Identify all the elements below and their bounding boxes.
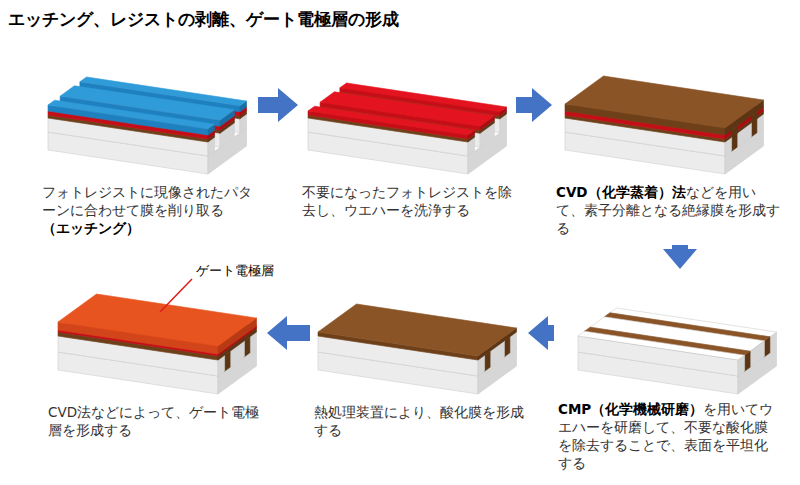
- step-text: フォトレジストに現像されたパターンに合わせて膜を削り取る: [42, 184, 252, 218]
- step-text: CVD法などによって、ゲート電極層を形成する: [48, 404, 259, 438]
- layer-face: [308, 111, 468, 139]
- step-caption: 熱処理装置により、酸化膜を形成する: [314, 403, 524, 439]
- step-caption: CMP（化学機械研磨）を用いてウエハーを研磨して、不要な酸化膜を除去することで、…: [558, 400, 780, 472]
- process-step: CMP（化学機械研磨）を用いてウエハーを研磨して、不要な酸化膜を除去することで、…: [558, 285, 780, 472]
- layer-face: [318, 304, 517, 356]
- step-caption: CVD（化学蒸着）法などを用いて、素子分離となる絶縁膜を形成する: [556, 183, 782, 237]
- layer-face: [578, 331, 745, 360]
- layer-face: [58, 294, 257, 346]
- process-step: CVD（化学蒸着）法などを用いて、素子分離となる絶縁膜を形成する: [556, 70, 782, 237]
- wafer-illustration: [48, 77, 247, 174]
- layer-face: [48, 100, 215, 129]
- flow-arrow: [267, 316, 310, 350]
- arrow-shape: [267, 316, 310, 350]
- process-step: フォトレジストに現像されたパターンに合わせて膜を削り取る（エッチング）: [42, 70, 254, 237]
- step-keyword: （エッチング）: [42, 219, 254, 237]
- step-caption: 不要になったフォトレジストを除去し、ウエハーを洗浄する: [302, 183, 512, 219]
- flow-arrow: [258, 88, 298, 122]
- layer-face: [308, 106, 475, 135]
- arrow-shape: [258, 88, 298, 122]
- wafer-illustration: [58, 294, 257, 394]
- flow-arrow: [528, 316, 554, 350]
- wafer-illustration: [318, 304, 517, 394]
- step-caption: CVD法などによって、ゲート電極層を形成する: [48, 403, 263, 439]
- wafer-illustration: [578, 308, 777, 394]
- arrow-shape: [528, 316, 554, 350]
- process-step: 不要になったフォトレジストを除去し、ウエハーを洗浄する: [302, 70, 512, 219]
- step-caption: フォトレジストに現像されたパターンに合わせて膜を削り取る（エッチング）: [42, 183, 254, 237]
- wafer-illustration: [565, 76, 764, 174]
- process-step: 熱処理装置により、酸化膜を形成する: [314, 285, 524, 439]
- process-step: CVD法などによって、ゲート電極層を形成する: [48, 285, 263, 439]
- wafer-illustration: [308, 83, 507, 174]
- step-text: 熱処理装置により、酸化膜を形成する: [314, 404, 524, 438]
- step-text: 不要になったフォトレジストを除去し、ウエハーを洗浄する: [302, 184, 512, 218]
- flow-arrow: [516, 88, 552, 122]
- leader-line: [160, 279, 192, 312]
- arrow-shape: [516, 88, 552, 122]
- step-keyword: CVD（化学蒸着）法: [556, 184, 686, 200]
- layer-face: [565, 76, 764, 128]
- arrow-shape: [663, 245, 697, 269]
- step-keyword: CMP（化学機械研磨）: [558, 401, 703, 417]
- diagram-title: エッチング、レジストの剥離、ゲート電極層の形成: [8, 8, 399, 31]
- flow-arrow: [663, 245, 697, 269]
- callout-label: ゲート電極層: [196, 262, 274, 280]
